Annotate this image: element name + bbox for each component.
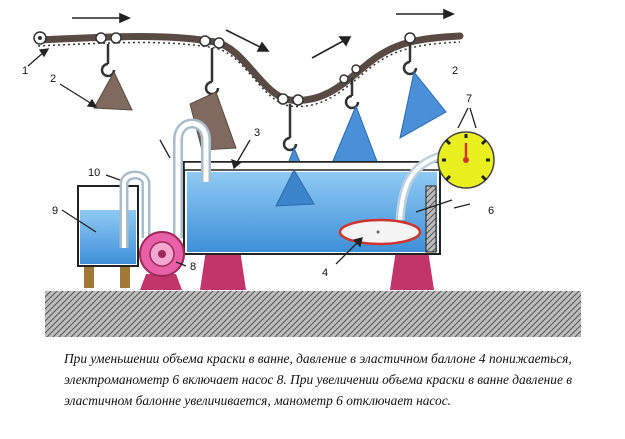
electromanometer [437, 131, 495, 189]
label-1: 1 [22, 65, 28, 77]
hanger-2 [204, 48, 220, 96]
hanger-5 [402, 44, 418, 76]
leader-lines [27, 48, 477, 267]
caption-line-1: При уменьшении объема краски в ванне, да… [64, 351, 572, 366]
trolleys [95, 32, 416, 106]
caption: При уменьшении объема краски в ванне, да… [64, 348, 624, 411]
floor [45, 291, 581, 337]
pump [139, 231, 185, 290]
label-2-left: 2 [50, 73, 56, 85]
reserve-tank [77, 185, 139, 288]
part-unpainted-1 [93, 70, 133, 111]
hanger-3 [282, 104, 298, 152]
label-2-right: 2 [452, 65, 458, 77]
part-painted-5 [399, 70, 447, 139]
label-10: 10 [88, 167, 100, 179]
hanger-4 [344, 78, 360, 110]
label-3: 3 [254, 127, 260, 139]
label-4: 4 [322, 267, 328, 279]
part-painted-4 [329, 104, 379, 169]
conveyor-rail [33, 31, 464, 108]
direction-arrows [72, 8, 455, 59]
label-9: 9 [52, 205, 58, 217]
caption-line-3: эластичном балонне увеличивается, маноме… [64, 393, 452, 408]
hanger-1 [100, 44, 116, 78]
label-6: 6 [488, 205, 494, 217]
label-7: 7 [466, 93, 472, 105]
bath-support-right [390, 250, 434, 290]
bath-support-left [200, 250, 246, 290]
part-in-bath [275, 168, 315, 207]
label-8: 8 [190, 261, 196, 273]
elastic-balloon [338, 218, 422, 246]
caption-line-2: электроманометр 6 включает насос 8. При … [64, 372, 573, 387]
